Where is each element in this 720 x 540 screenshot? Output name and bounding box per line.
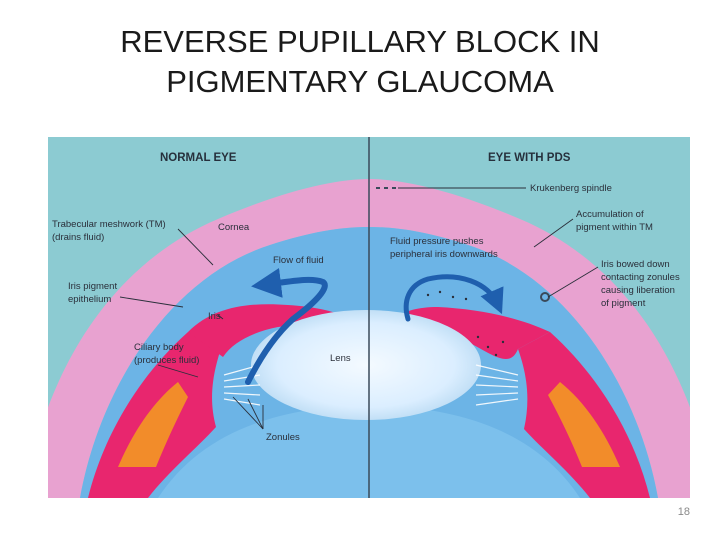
pigment-particles: [426, 290, 505, 357]
lens: [251, 310, 481, 420]
cornea-sclera-band: [48, 179, 690, 498]
tm-label-line-2: (drains fluid): [52, 232, 104, 243]
fluid-pressure-label-line-1: Fluid pressure pushes: [390, 236, 484, 247]
accumulation-label-line-1: Accumulation of: [576, 209, 644, 220]
ciliary-body-label-line-2: (produces fluid): [134, 355, 199, 366]
normal-eye-heading: NORMAL EYE: [160, 152, 237, 164]
right-ciliary-orange: [548, 382, 620, 467]
flow-of-fluid-arrow: [245, 267, 328, 385]
left-ciliary-orange: [118, 382, 188, 467]
fluid-pressure-arrow: [403, 274, 504, 322]
bowed-label-line-1: Iris bowed down: [601, 259, 670, 270]
right-zonules: [475, 364, 519, 406]
cornea-label: Cornea: [218, 222, 250, 233]
lens-label: Lens: [330, 353, 351, 364]
accumulation-label-line-2: pigment within TM: [576, 222, 653, 233]
right-iris: [398, 307, 550, 360]
bowed-label-line-2: contacting zonules: [601, 272, 680, 283]
fluid-pressure-label-line-2: peripheral iris downwards: [390, 249, 498, 260]
tm-pigment-mark: [540, 292, 550, 302]
slide-title-line-2: PIGMENTARY GLAUCOMA: [166, 64, 554, 99]
slide-title-line-1: REVERSE PUPILLARY BLOCK IN: [120, 24, 600, 59]
flow-of-fluid-label: Flow of fluid: [273, 255, 324, 266]
slide-title: REVERSE PUPILLARY BLOCK IN PIGMENTARY GL…: [0, 22, 720, 102]
bowed-label-line-4: of pigment: [601, 298, 646, 309]
eye-diagram: NORMAL EYE EYE WITH PDS Trabecular meshw…: [48, 137, 690, 498]
ciliary-body-label-line-1: Ciliary body: [134, 342, 184, 353]
zonules-label: Zonules: [266, 432, 300, 443]
pds-eye-heading: EYE WITH PDS: [488, 152, 571, 164]
bowed-label-line-3: causing liberation: [601, 285, 675, 296]
krukenberg-spindle: [376, 187, 396, 189]
page-number: 18: [677, 506, 690, 518]
leader-lines: [119, 187, 599, 430]
iris-pigment-label-line-1: Iris pigment: [68, 281, 117, 292]
tm-label-line-1: Trabecular meshwork (TM): [52, 219, 166, 230]
krukenberg-label: Krukenberg spindle: [530, 183, 612, 194]
iris-label: Iris: [208, 311, 221, 322]
iris-pigment-label-line-2: epithelium: [68, 294, 111, 305]
left-iris: [188, 304, 348, 357]
